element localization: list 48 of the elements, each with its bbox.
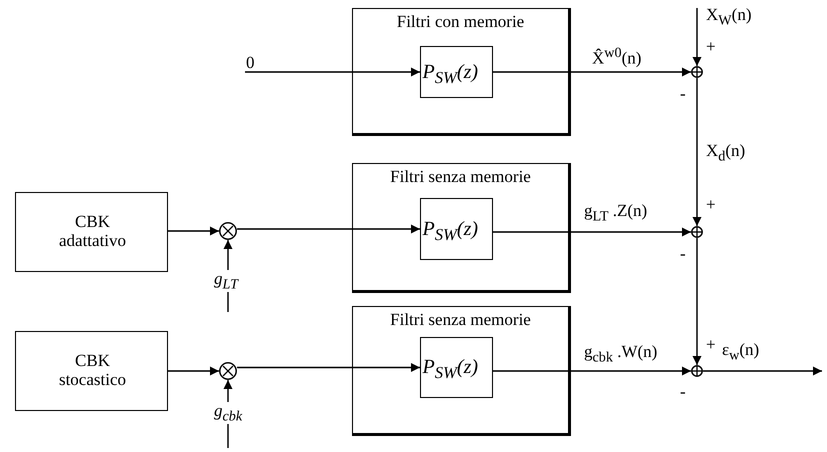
arrow <box>703 366 822 376</box>
signal-label: ε$_{w}$(n) <box>722 341 760 363</box>
signal-label: g$_{cbk}$ .W(n) <box>584 343 658 365</box>
sign-label: + <box>706 196 716 213</box>
filter-group-box <box>352 306 571 436</box>
input-value: 0 <box>246 54 254 73</box>
arrow <box>245 68 420 76</box>
sign-label: - <box>680 383 686 400</box>
arrow <box>692 78 702 226</box>
multiplier-symbol <box>219 222 237 240</box>
transfer-function-box <box>420 336 492 398</box>
arrow <box>493 68 691 76</box>
signal-label: X$_{W}$(n) <box>706 6 752 28</box>
transfer-function: P$_{SW}$(z) <box>422 356 478 382</box>
summing-junction <box>691 365 703 377</box>
arrow <box>237 363 420 372</box>
signal-label: g$_{LT}$ <box>214 270 238 292</box>
filter-group-box <box>352 163 571 293</box>
sign-label: - <box>680 85 686 102</box>
arrow <box>168 226 219 236</box>
arrow <box>224 240 232 312</box>
signal-label: X$_{d}$(n) <box>706 142 746 164</box>
sign-label: + <box>706 336 716 353</box>
transfer-function: P$_{SW}$(z) <box>422 218 478 244</box>
transfer-function-box <box>420 46 492 98</box>
arrow <box>493 228 691 236</box>
codebook-box <box>15 192 168 272</box>
group-title: Filtri senza memorie <box>389 168 532 187</box>
codebook-box <box>15 331 168 411</box>
signal-label: X̂$^{w0}$(n) <box>592 46 642 67</box>
group-title: Filtri senza memorie <box>389 311 532 330</box>
multiplier-symbol <box>219 362 237 380</box>
arrow <box>493 366 691 376</box>
summing-junction <box>691 66 703 78</box>
transfer-function-box <box>420 198 492 260</box>
sign-label: + <box>706 38 716 55</box>
arrow <box>168 366 219 376</box>
transfer-function: P$_{SW}$(z) <box>422 60 478 87</box>
arrow <box>692 238 702 365</box>
filter-group-box <box>352 8 571 136</box>
summing-junction <box>691 226 703 238</box>
arrow <box>692 8 702 66</box>
signal-label: g$_{cbk}$ <box>214 402 242 424</box>
group-title: Filtri con memorie <box>396 13 526 32</box>
sign-label: - <box>680 245 686 262</box>
codebook-label: CBK stocastico <box>58 352 128 390</box>
codebook-label: CBK adattativo <box>58 213 128 250</box>
arrow <box>237 224 420 234</box>
